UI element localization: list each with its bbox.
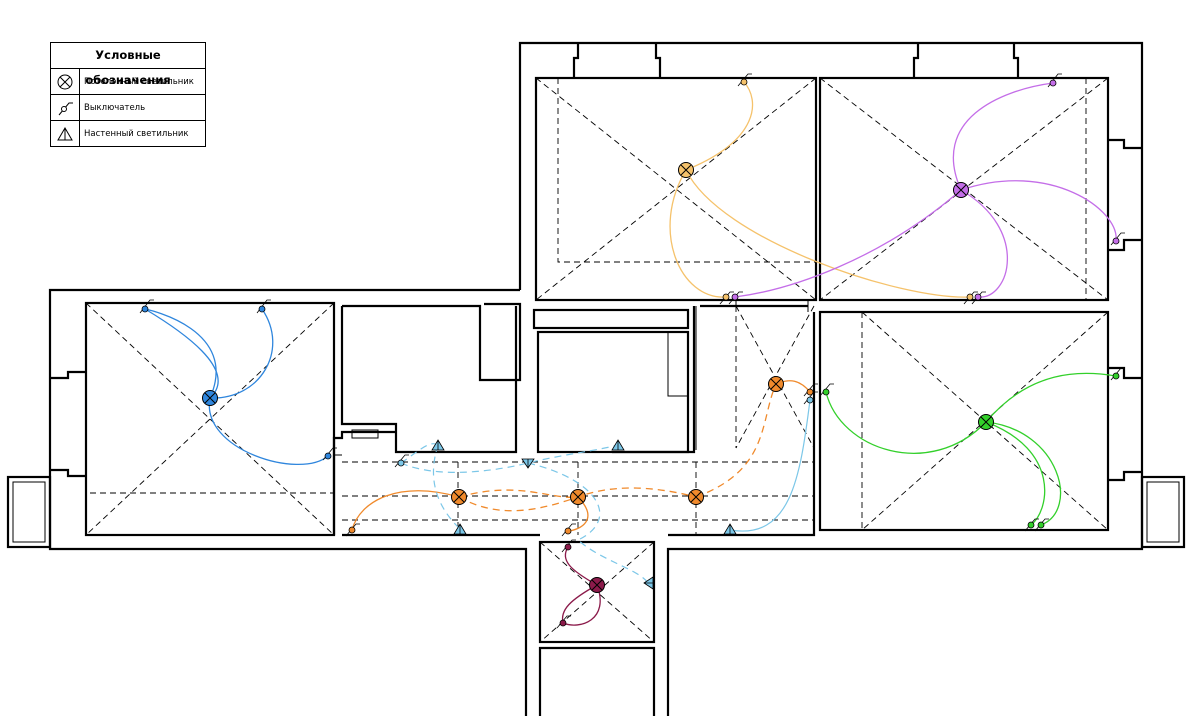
circuit-lightblue-solid [729, 399, 811, 532]
wall-light-icon [723, 523, 737, 535]
window-right [1140, 475, 1186, 549]
wall-light-icon [521, 458, 535, 469]
ceiling-light-icon [589, 577, 605, 593]
wall-notch-left [50, 370, 86, 478]
switch-icon [819, 383, 834, 397]
ceiling-light-icon [768, 376, 784, 392]
room-kitchen [536, 330, 690, 454]
wall-light-icon [643, 576, 654, 590]
legend-label: Настенный светильник [84, 128, 189, 139]
wall-notch-right [1108, 138, 1142, 482]
switch-icon [556, 615, 571, 629]
switches [139, 73, 1125, 629]
room-right [818, 310, 1110, 532]
switch-icon [561, 539, 576, 553]
bottom-wall-lower [538, 646, 656, 716]
window-right-inner [1146, 481, 1180, 543]
legend-label: Потолочный светильник [84, 76, 194, 87]
wall-lights [431, 439, 737, 590]
switch-icon [322, 447, 337, 461]
switch-icon [345, 523, 360, 537]
ceiling-light-icon [953, 182, 969, 198]
walls [6, 41, 1186, 716]
ceiling-light-icon [978, 414, 994, 430]
circuit-yellow [669, 81, 971, 298]
circuit-lightblue [400, 443, 649, 584]
wall-light-icon [431, 439, 445, 451]
switch-icon [1034, 518, 1049, 532]
room-top-right [818, 76, 1110, 302]
switch-icon [1047, 73, 1062, 88]
legend-item-switch: Выключатель [51, 95, 205, 121]
switch-icon [561, 523, 576, 537]
ceiling-light-icon [451, 489, 467, 505]
switch-icon [1024, 518, 1039, 532]
legend-item-ceiling-light: Потолочный светильник [51, 69, 205, 95]
ceiling-light-icon [678, 162, 694, 178]
legend-label: Выключатель [84, 102, 146, 113]
switch-icon [1110, 367, 1125, 381]
door-element [351, 429, 379, 439]
switch-icon [803, 391, 818, 405]
room-bath [340, 302, 522, 454]
circuit-orange [351, 380, 811, 532]
circuit-blue [144, 308, 329, 465]
wall-light-icon [57, 126, 73, 140]
switch-icon [719, 291, 734, 305]
ceiling-lights [202, 162, 994, 593]
wall-light-icon [611, 439, 625, 451]
switch-icon [394, 454, 409, 468]
switch-icon [728, 291, 743, 305]
room-kitchen-top [532, 308, 690, 330]
wall-light-icon [453, 523, 467, 535]
ceiling-light-icon [57, 74, 73, 89]
corridor-thin [334, 300, 809, 456]
dashed-guides [85, 77, 1109, 643]
room-left [84, 301, 336, 537]
kitchen-cabinet [667, 331, 689, 397]
ceiling-light-icon [202, 390, 218, 406]
ceiling-light-icon [570, 489, 586, 505]
circuit-green [825, 372, 1117, 526]
legend-item-wall-light: Настенный светильник [51, 121, 205, 146]
switch-icon [256, 299, 271, 314]
ceiling-light-icon [688, 489, 704, 505]
window-left [6, 475, 52, 549]
corridor-wall [332, 304, 816, 537]
switch-icon [58, 102, 73, 115]
outer-wall [48, 41, 1144, 716]
wall-top-recess [572, 43, 1020, 78]
switch-icon [139, 299, 154, 314]
legend-title: Условные обозначения [51, 43, 205, 87]
room-bottom [538, 540, 656, 644]
switch-icon [737, 73, 752, 87]
legend: Условные обозначения Потолочный светильн… [50, 42, 206, 147]
room-top-middle [534, 76, 818, 302]
switch-icon [971, 291, 986, 305]
switch-icon [1110, 232, 1125, 246]
switch-icon [803, 383, 818, 397]
switch-icon [963, 291, 978, 305]
circuit-purple [734, 82, 1117, 298]
window-left-inner [12, 481, 46, 543]
